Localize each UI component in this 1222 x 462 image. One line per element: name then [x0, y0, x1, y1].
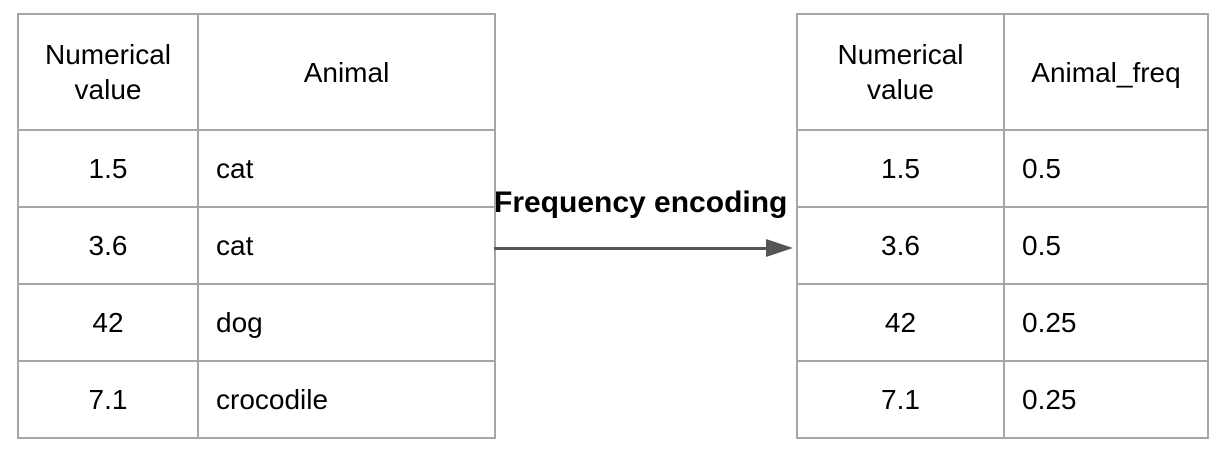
numerical-value-cell: 3.6 — [17, 206, 199, 285]
animal-freq-cell: 0.5 — [1003, 129, 1209, 208]
column-header-numerical-value: Numerical value — [17, 13, 199, 131]
table-row: 7.1 crocodile — [17, 360, 496, 439]
numerical-value-cell: 42 — [796, 283, 1005, 362]
table-header-row: Numerical value Animal — [17, 13, 496, 131]
table-row: 42 dog — [17, 283, 496, 362]
animal-cell: cat — [197, 129, 496, 208]
table-row: 3.6 cat — [17, 206, 496, 285]
arrow-right-icon — [766, 239, 793, 257]
column-header-animal: Animal — [197, 13, 496, 131]
numerical-value-cell: 1.5 — [796, 129, 1005, 208]
column-header-numerical-value: Numerical value — [796, 13, 1005, 131]
table-row: 3.6 0.5 — [796, 206, 1209, 285]
table-row: 7.1 0.25 — [796, 360, 1209, 439]
numerical-value-cell: 7.1 — [796, 360, 1005, 439]
table-header-row: Numerical value Animal_freq — [796, 13, 1209, 131]
table-row: 1.5 0.5 — [796, 129, 1209, 208]
numerical-value-cell: 7.1 — [17, 360, 199, 439]
arrow-line — [494, 247, 770, 250]
transform-label: Frequency encoding — [494, 186, 788, 219]
transform-annotation: Frequency encoding — [494, 186, 794, 266]
animal-freq-cell: 0.25 — [1003, 360, 1209, 439]
animal-freq-cell: 0.25 — [1003, 283, 1209, 362]
numerical-value-cell: 42 — [17, 283, 199, 362]
animal-cell: cat — [197, 206, 496, 285]
numerical-value-cell: 3.6 — [796, 206, 1005, 285]
animal-freq-cell: 0.5 — [1003, 206, 1209, 285]
column-header-animal-freq: Animal_freq — [1003, 13, 1209, 131]
encoded-data-table: Numerical value Animal_freq 1.5 0.5 3.6 … — [796, 13, 1209, 439]
animal-cell: dog — [197, 283, 496, 362]
table-row: 1.5 cat — [17, 129, 496, 208]
original-data-table: Numerical value Animal 1.5 cat 3.6 cat 4… — [17, 13, 496, 439]
table-row: 42 0.25 — [796, 283, 1209, 362]
numerical-value-cell: 1.5 — [17, 129, 199, 208]
animal-cell: crocodile — [197, 360, 496, 439]
